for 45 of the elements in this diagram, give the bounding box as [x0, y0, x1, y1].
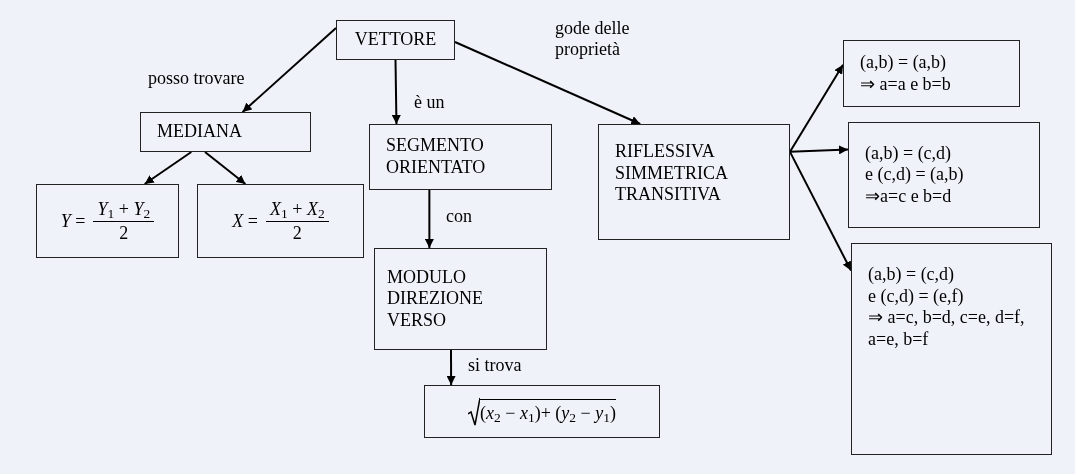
- node-text: VERSO: [387, 309, 446, 332]
- node-text: SEGMENTO ORIENTATO: [386, 135, 487, 179]
- concept-box: [424, 385, 660, 438]
- node-text: VETTORE: [354, 29, 437, 51]
- concept-box: [598, 124, 790, 240]
- concept-box: [140, 112, 311, 152]
- formula-text: (x$_{2}$ − x$_{1}$)+ (y$_{2}$ − y$_{1}$): [480, 398, 616, 425]
- concept-box: [851, 243, 1052, 455]
- fraction-numerator: X$_{1}$ + X$_{2}$: [266, 198, 329, 222]
- node-text: (a,b) = (c,d): [865, 142, 952, 165]
- node-text: DIREZIONE: [387, 288, 483, 310]
- fraction-denominator: 2: [292, 221, 302, 244]
- arrow: [454, 41, 642, 125]
- formula-lhs: X =: [232, 209, 258, 233]
- concept-box: [36, 184, 179, 258]
- concept-box: [374, 248, 547, 350]
- arrow: [241, 27, 337, 113]
- node-text: (a,b) = (c,d): [868, 264, 955, 286]
- node-text: e (c,d) = (a,b): [865, 164, 964, 186]
- node-text: MODULO: [387, 266, 466, 289]
- node-text: ⇒a=c e b=d: [865, 185, 952, 208]
- node-text: TRANSITIVA: [615, 184, 721, 206]
- concept-box: [197, 184, 364, 258]
- node-text: ⇒ a=c, b=d, c=e, d=f, a=e, b=f: [868, 307, 1026, 351]
- concept-box: [336, 20, 455, 60]
- arrow: [204, 151, 247, 185]
- arrow: [391, 59, 401, 125]
- arrow: [789, 145, 849, 155]
- fraction-denominator: 2: [119, 221, 129, 244]
- arrow: [143, 151, 193, 185]
- node-text: RIFLESSIVA: [615, 141, 715, 163]
- concept-box: [843, 40, 1020, 107]
- arrow: [789, 150, 852, 272]
- node-text: MEDIANA: [157, 121, 242, 143]
- concept-box: [369, 124, 552, 190]
- node-text: e (c,d) = (e,f): [868, 285, 964, 308]
- concept-box: [848, 122, 1040, 228]
- node-text: ⇒ a=a e b=b: [860, 73, 951, 96]
- arrow: [789, 63, 844, 153]
- node-text: SIMMETRICA: [615, 162, 728, 185]
- arrow: [446, 349, 456, 386]
- node-text: (a,b) = (a,b): [860, 51, 947, 74]
- formula-lhs: Y =: [60, 209, 86, 233]
- fraction-numerator: Y$_{1}$ + Y$_{2}$: [93, 198, 155, 222]
- arrow: [424, 189, 434, 249]
